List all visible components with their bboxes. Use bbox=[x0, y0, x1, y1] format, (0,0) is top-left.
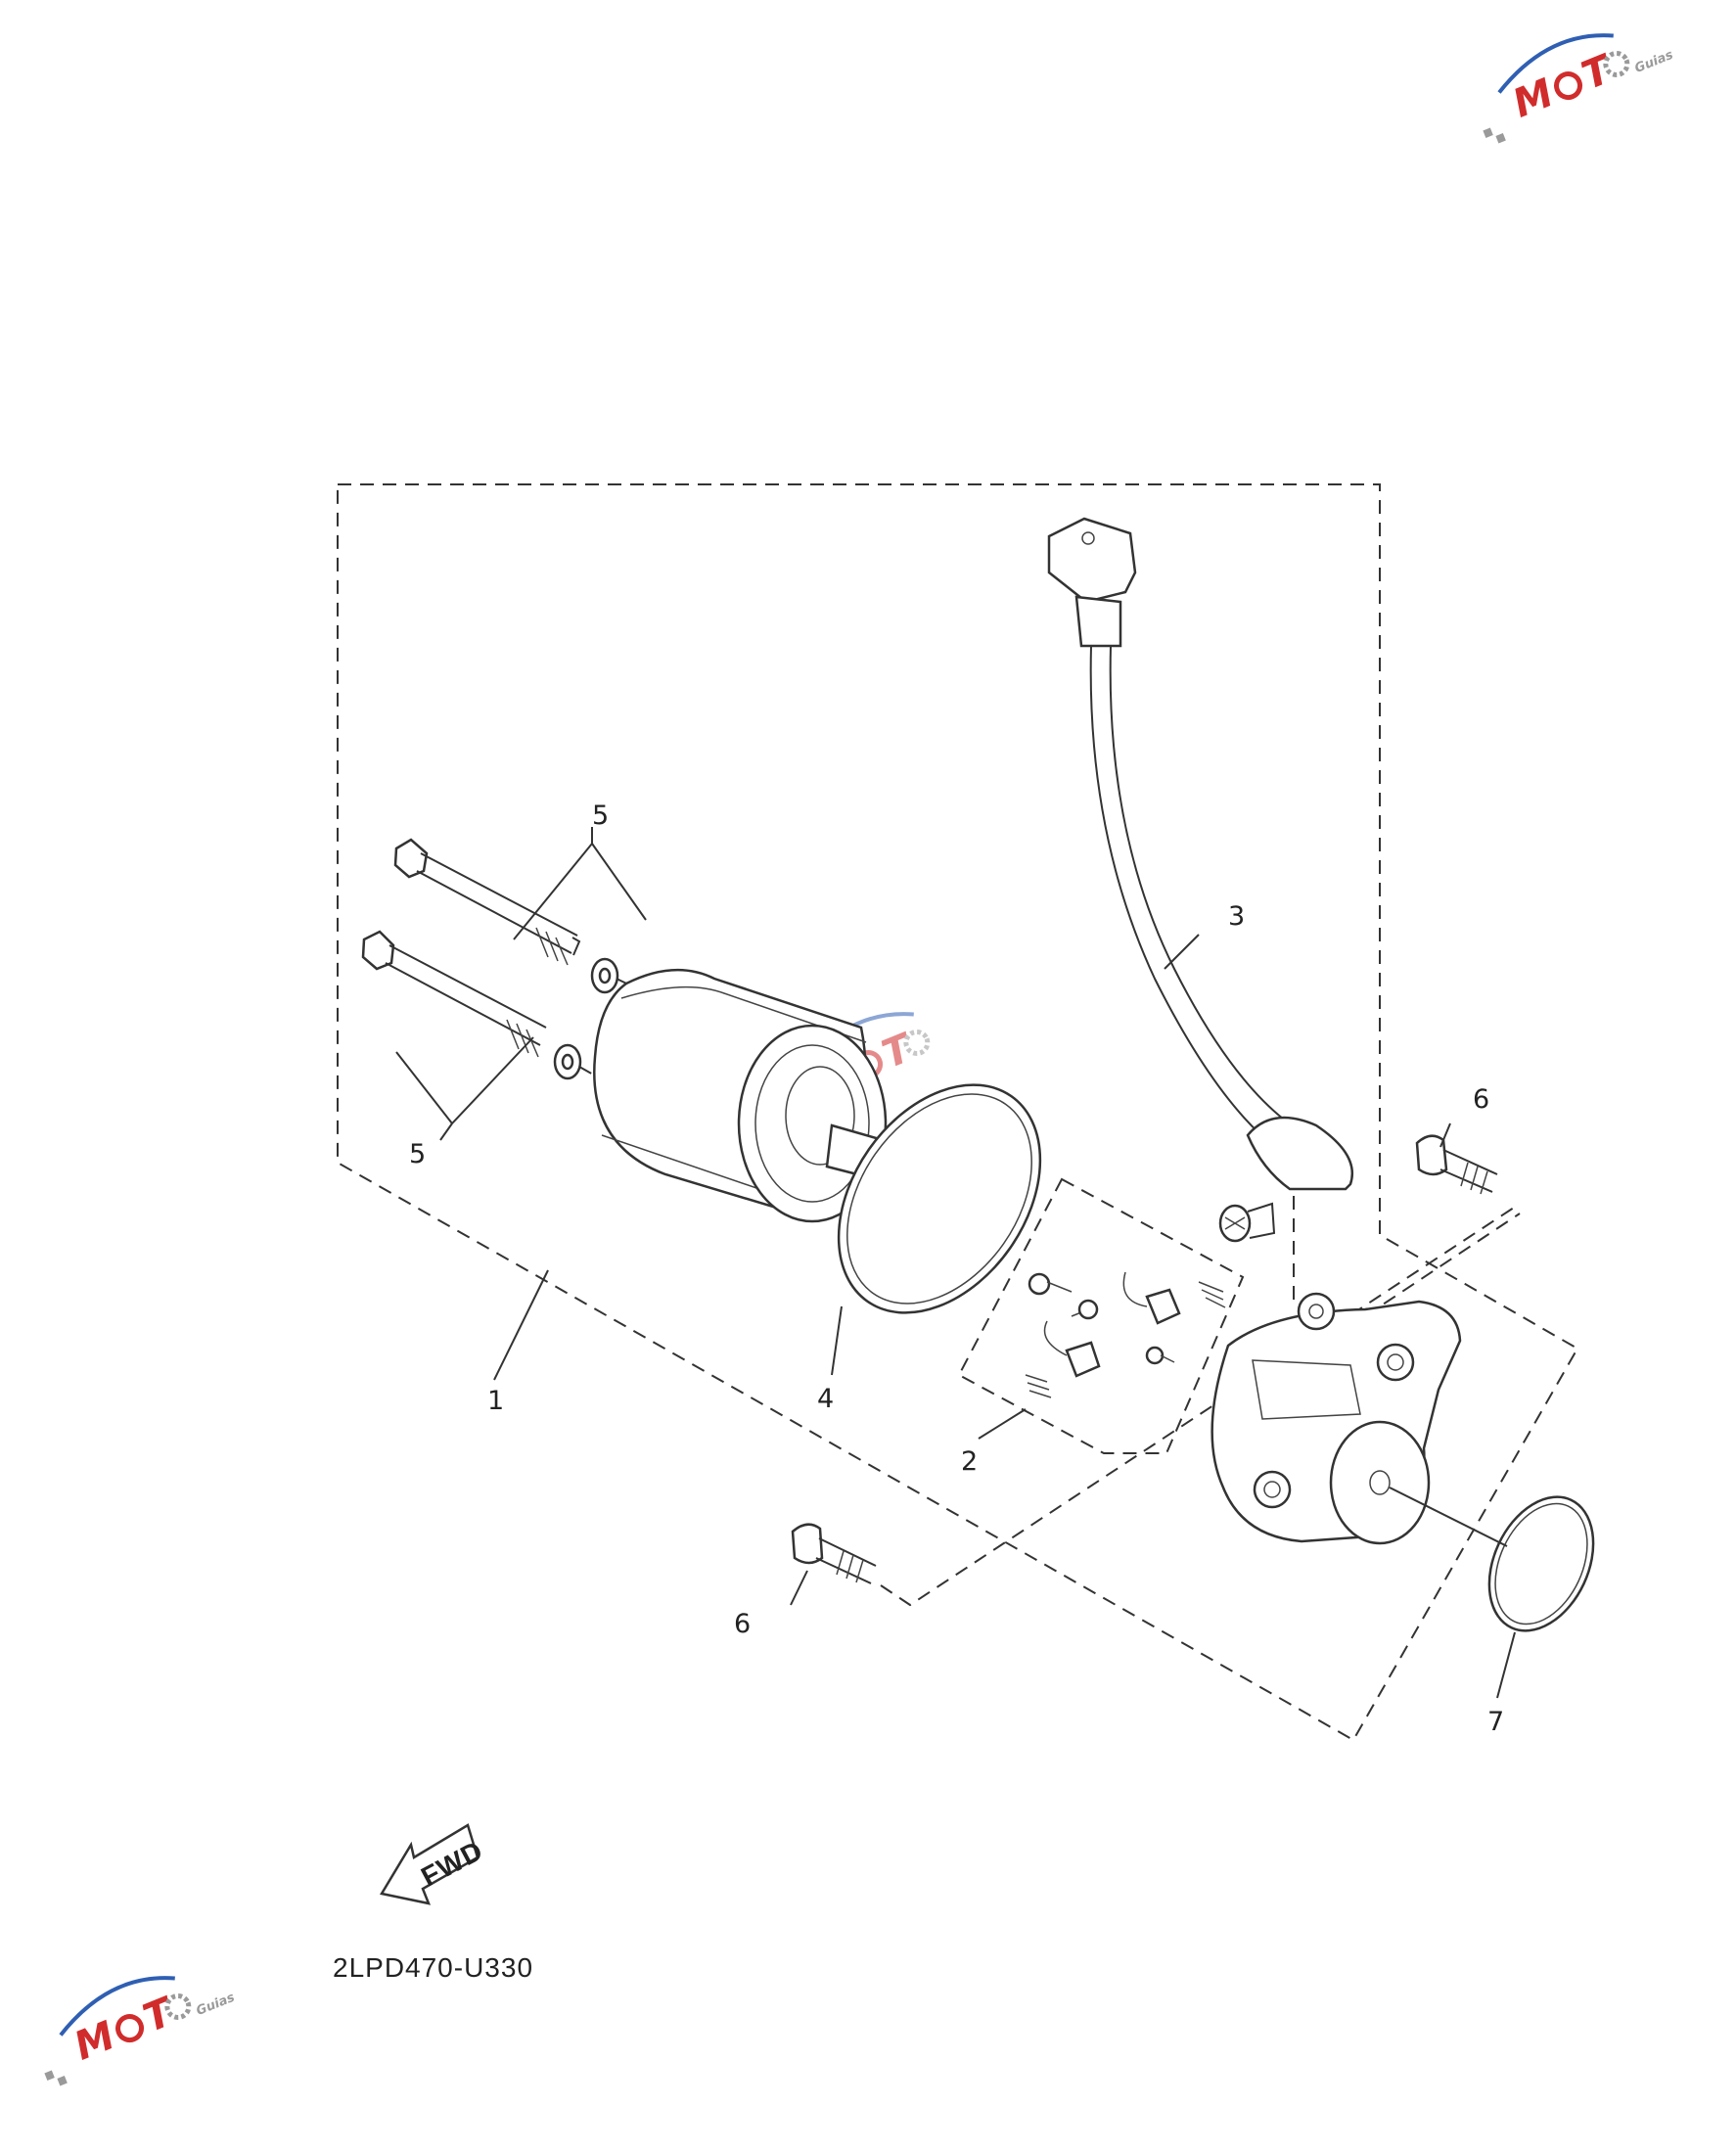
callout-7: 7 bbox=[1487, 1707, 1504, 1737]
leader-4 bbox=[831, 1305, 843, 1376]
washer-upper-hole bbox=[598, 967, 612, 984]
callout-5-lower-bracket bbox=[395, 1036, 534, 1141]
o-ring-4 bbox=[837, 1083, 1042, 1314]
diagram-code: 2LPD470-U330 bbox=[333, 1952, 533, 1983]
assembly-outline bbox=[337, 483, 1579, 1742]
watermark-logo-bottom: M T Guias bbox=[44, 1976, 238, 2086]
washer-lower-hole bbox=[561, 1053, 574, 1071]
brush-kit-outline bbox=[957, 1177, 1245, 1454]
leader-2 bbox=[978, 1408, 1027, 1440]
leader-1 bbox=[493, 1269, 549, 1381]
long-bolt-lower bbox=[361, 930, 547, 1058]
leader-7 bbox=[1496, 1631, 1516, 1699]
callout-6-lower: 6 bbox=[734, 1609, 751, 1639]
svg-text:Guias: Guias bbox=[1633, 48, 1676, 76]
terminal-screw bbox=[1218, 1202, 1276, 1243]
callout-5-lower: 5 bbox=[409, 1139, 426, 1169]
o-ring-7 bbox=[1389, 1487, 1595, 1632]
long-bolt-upper bbox=[393, 838, 581, 966]
starter-cable-3 bbox=[1047, 517, 1353, 1191]
callout-3: 3 bbox=[1228, 901, 1245, 932]
leader-6b bbox=[790, 1570, 808, 1606]
flange-bolt-upper bbox=[1415, 1134, 1498, 1195]
flange-bolt-lower bbox=[791, 1523, 877, 1584]
forward-direction-arrow: FWD bbox=[380, 1823, 488, 1905]
callout-2: 2 bbox=[961, 1446, 978, 1477]
callout-6-upper: 6 bbox=[1473, 1084, 1489, 1115]
callout-5-upper: 5 bbox=[592, 801, 609, 831]
leader-3 bbox=[1164, 934, 1200, 970]
callout-4: 4 bbox=[817, 1384, 834, 1414]
watermark-logo-top: M T Guias bbox=[1483, 33, 1676, 144]
svg-text:M: M bbox=[69, 2013, 121, 2070]
leader-6a bbox=[1439, 1122, 1451, 1148]
svg-text:Guias: Guias bbox=[195, 1991, 238, 2019]
callout-5-upper-bracket bbox=[513, 827, 647, 940]
front-housing bbox=[1211, 1292, 1462, 1545]
svg-text:M: M bbox=[1507, 70, 1560, 127]
callout-1: 1 bbox=[487, 1386, 504, 1416]
brush-kit-parts bbox=[1025, 1271, 1226, 1398]
